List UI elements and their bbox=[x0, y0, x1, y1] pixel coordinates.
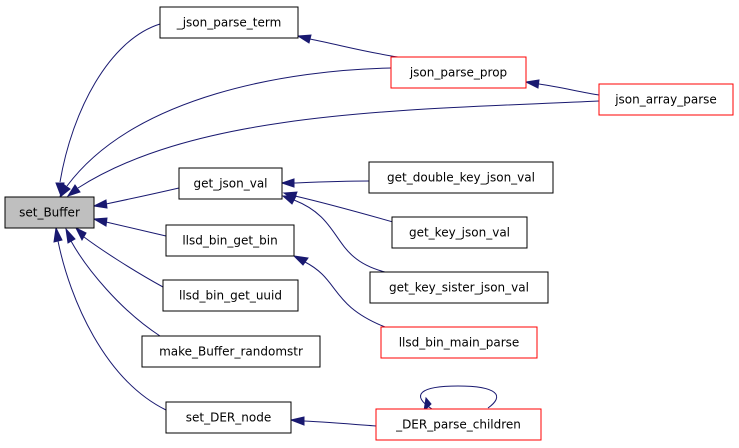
edge-arrowhead bbox=[59, 183, 71, 199]
node-llsd-bin-get-bin[interactable]: llsd_bin_get_bin bbox=[165, 224, 295, 257]
node-json-parse-prop[interactable]: json_parse_prop bbox=[390, 56, 527, 89]
edge-line bbox=[303, 420, 377, 427]
node-DER-parse-children[interactable]: _DER_parse_children bbox=[375, 408, 542, 441]
node-label: _json_parse_term bbox=[176, 16, 282, 30]
edge-arrowhead bbox=[74, 226, 87, 242]
edge-arrowhead bbox=[92, 217, 108, 227]
node-box bbox=[390, 56, 527, 89]
edge-line bbox=[59, 23, 161, 183]
edge-_json_parse_term-to-set_Buffer bbox=[55, 23, 161, 198]
edge-line bbox=[294, 195, 401, 225]
edge-json_parse_prop-to-_json_parse_term bbox=[296, 34, 399, 58]
edge-line bbox=[77, 100, 600, 189]
edge-line bbox=[309, 38, 399, 58]
edge-arrowhead bbox=[292, 255, 309, 266]
edge-arrowhead bbox=[524, 79, 540, 89]
node-label: get_double_key_json_val bbox=[387, 171, 535, 185]
node-get-double-key-json-val[interactable]: get_double_key_json_val bbox=[368, 161, 554, 194]
node-llsd-bin-main-parse[interactable]: llsd_bin_main_parse bbox=[380, 326, 538, 359]
node-box bbox=[178, 167, 283, 200]
node-set-Buffer[interactable]: set_Buffer bbox=[4, 196, 95, 229]
edge-line bbox=[57, 240, 167, 411]
node-label: make_Buffer_randomstr bbox=[159, 345, 303, 359]
edge-get_json_val-to-set_Buffer bbox=[92, 187, 180, 209]
node-box bbox=[165, 224, 295, 257]
node-get-json-val[interactable]: get_json_val bbox=[178, 167, 283, 200]
node-llsd-bin-get-uuid[interactable]: llsd_bin_get_uuid bbox=[162, 279, 299, 312]
node-label: set_DER_node bbox=[186, 411, 271, 425]
edge-json_array_parse-to-json_parse_prop bbox=[524, 79, 600, 96]
edge-arrowhead bbox=[65, 227, 76, 244]
edge-line bbox=[105, 187, 180, 205]
edge-line bbox=[83, 236, 164, 288]
edge-arrowhead bbox=[281, 195, 297, 205]
node-label: json_array_parse bbox=[614, 93, 717, 107]
node-label: llsd_bin_main_parse bbox=[399, 336, 520, 350]
edge-arrowhead bbox=[296, 34, 312, 44]
node-box bbox=[391, 216, 528, 249]
node-box bbox=[598, 83, 734, 116]
node-get-key-json-val[interactable]: get_key_json_val bbox=[391, 216, 528, 249]
node-make-Buffer-randomstr[interactable]: make_Buffer_randomstr bbox=[141, 335, 321, 368]
edge-get_key_sister_json_val-to-get_json_val bbox=[281, 195, 386, 273]
node-box bbox=[141, 335, 321, 368]
edge-arrowhead bbox=[423, 396, 432, 413]
node-label: get_key_sister_json_val bbox=[389, 281, 529, 295]
node-label: json_parse_prop bbox=[409, 66, 507, 80]
edges-layer bbox=[53, 23, 600, 427]
edge-_DER_parse_children-to-_DER_parse_children bbox=[420, 385, 498, 413]
node-box bbox=[369, 271, 549, 304]
edge-arrowhead bbox=[92, 199, 108, 209]
node-box bbox=[380, 326, 538, 359]
edge-line bbox=[66, 67, 392, 187]
node-json-parse-term[interactable]: _json_parse_term bbox=[159, 6, 299, 39]
edge-llsd_bin_main_parse-to-llsd_bin_get_bin bbox=[292, 255, 386, 328]
edge-get_key_json_val-to-get_json_val bbox=[282, 191, 401, 225]
edge-set_DER_node-to-set_Buffer bbox=[53, 226, 167, 411]
edge-llsd_bin_get_uuid-to-set_Buffer bbox=[74, 226, 164, 288]
node-label: llsd_bin_get_bin bbox=[182, 234, 277, 248]
node-box bbox=[162, 279, 299, 312]
edge-line bbox=[538, 83, 600, 96]
edge-arrowhead bbox=[66, 184, 81, 197]
nodes-layer: set_Buffer _json_parse_term json_parse_pro… bbox=[4, 6, 734, 441]
edge-arrowhead bbox=[280, 178, 295, 188]
edge-json_array_parse-to-set_Buffer bbox=[66, 100, 600, 197]
node-label: set_Buffer bbox=[19, 206, 80, 220]
edge-make_Buffer_randomstr-to-set_Buffer bbox=[65, 227, 161, 337]
node-box bbox=[368, 161, 554, 194]
edge-json_parse_prop-to-set_Buffer bbox=[59, 67, 392, 199]
edge-llsd_bin_get_bin-to-set_Buffer bbox=[92, 217, 167, 237]
edge-arrowhead bbox=[289, 416, 305, 426]
node-label: llsd_bin_get_uuid bbox=[179, 289, 282, 303]
edge-arrowhead bbox=[53, 226, 63, 243]
node-json-array-parse[interactable]: json_array_parse bbox=[598, 83, 734, 116]
node-label: get_json_val bbox=[193, 177, 267, 191]
edge-get_double_key_json_val-to-get_json_val bbox=[280, 178, 370, 188]
edge-line bbox=[420, 385, 498, 410]
node-label: get_key_json_val bbox=[409, 226, 510, 240]
edge-line bbox=[293, 180, 370, 184]
edge-line bbox=[304, 261, 386, 328]
node-set-DER-node[interactable]: set_DER_node bbox=[165, 401, 292, 434]
node-box bbox=[165, 401, 292, 434]
edge-line bbox=[70, 240, 161, 337]
node-box bbox=[375, 408, 542, 441]
node-box bbox=[159, 6, 299, 39]
edge-line bbox=[105, 221, 167, 237]
edge-_DER_parse_children-to-set_DER_node bbox=[289, 416, 377, 427]
edge-line bbox=[293, 199, 386, 273]
node-label: _DER_parse_children bbox=[395, 418, 521, 432]
node-get-key-sister-json-val[interactable]: get_key_sister_json_val bbox=[369, 271, 549, 304]
node-box bbox=[4, 196, 95, 229]
